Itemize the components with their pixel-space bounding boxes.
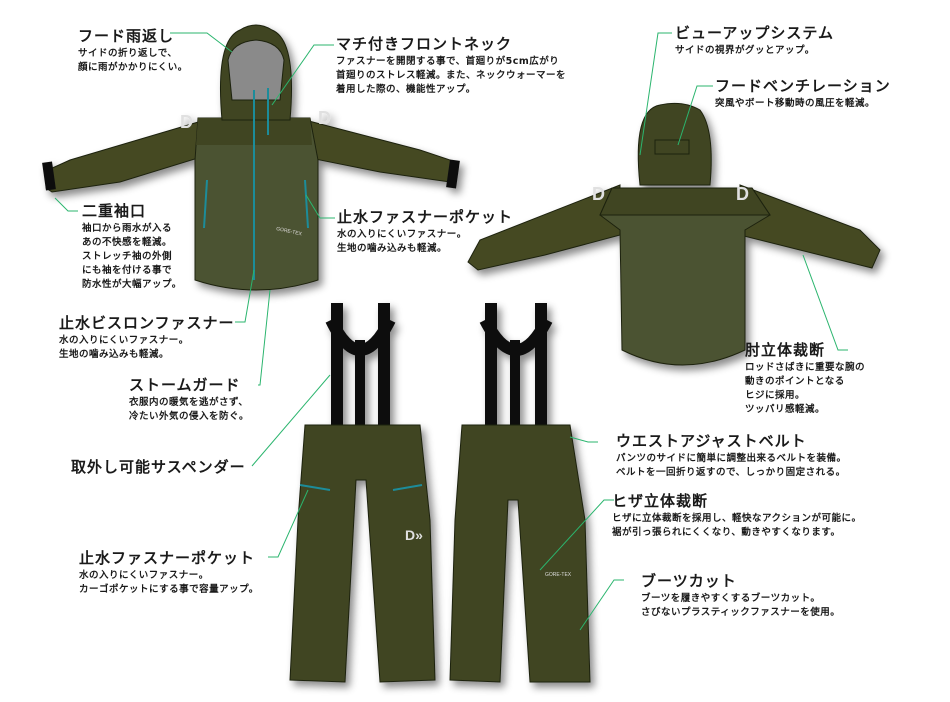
callout-hood-rain-guard: フード雨返し サイドの折り返しで、 顔に雨がかかりにくい。: [78, 27, 188, 75]
callout-storm-guard: ストームガード 衣服内の暖気を逃がさず、 冷たい外気の侵入を防ぐ。: [129, 376, 249, 424]
callout-title: ストームガード: [129, 376, 241, 394]
callout-gusset-front-neck: マチ付きフロントネック ファスナーを開閉する事で、首廻りが5cm広がり 首廻りの…: [336, 35, 566, 97]
callout-title: フードベンチレーション: [715, 77, 891, 95]
callout-removable-suspenders: 取外し可能サスペンダー: [71, 458, 246, 476]
callout-knee-3d-cut: ヒザ立体裁断 ヒザに立体裁断を採用し、軽快なアクションが可能に。 裾が引っ張られ…: [612, 492, 862, 540]
callout-title: 肘立体裁断: [745, 341, 826, 359]
callout-title: ウエストアジャストベルト: [616, 432, 807, 450]
callout-desc: パンツのサイドに簡単に調整出来るベルトを装備。 ベルトを一回折り返すので、しっか…: [616, 453, 847, 478]
callout-waterproof-vislon-zipper: 止水ビスロンファスナー 水の入りにくいファスナー。 生地の噛み込みも軽減。: [59, 314, 235, 362]
callout-desc: ロッドさばきに重要な腕の 動きのポイントとなる ヒジに採用。 ツッパリ感軽減。: [745, 362, 866, 415]
callout-hood-ventilation: フードベンチレーション 突風やボート移動時の風圧を軽減。: [715, 77, 891, 111]
callout-waist-adjust-belt: ウエストアジャストベルト パンツのサイドに簡単に調整出来るベルトを装備。 ベルト…: [616, 432, 846, 480]
pants-back-illustration: GORE-TEX: [449, 303, 591, 683]
daiwa-logo-icon: D: [318, 108, 331, 128]
callout-desc: 水の入りにくいファスナー。 生地の噛み込みも軽減。: [337, 229, 467, 254]
callout-title: ビューアップシステム: [675, 24, 834, 42]
callout-desc: 水の入りにくいファスナー。 カーゴポケットにする事で容量アップ。: [79, 570, 259, 595]
callout-title: 止水ファスナーポケット: [79, 549, 256, 567]
gore-tex-label: GORE-TEX: [545, 572, 572, 578]
callout-double-cuff: 二重袖口 袖口から雨水が入る あの不快感を軽減。 ストレッチ袖の外側 にも袖を付…: [82, 202, 182, 292]
callout-title: ブーツカット: [641, 572, 737, 590]
callout-desc: ファスナーを開閉する事で、首廻りが5cm広がり 首廻りのストレス軽減。また、ネッ…: [336, 56, 567, 95]
callout-elbow-3d-cut: 肘立体裁断 ロッドさばきに重要な腕の 動きのポイントとなる ヒジに採用。 ツッパ…: [745, 341, 865, 417]
callout-boots-cut: ブーツカット ブーツを履きやすくするブーツカット。 さびないプラスティックファス…: [641, 572, 840, 620]
daiwa-logo-icon: D: [592, 184, 605, 204]
callout-title: 取外し可能サスペンダー: [71, 458, 246, 476]
daiwa-logo-icon: D: [736, 184, 749, 204]
daiwa-logo-icon: D»: [405, 527, 423, 543]
callout-view-up-system: ビューアップシステム サイドの視界がグッとアップ。: [675, 24, 834, 58]
callout-title: 二重袖口: [82, 202, 147, 220]
gore-tex-label: GORE-TEX: [276, 226, 303, 237]
callout-title: マチ付きフロントネック: [336, 35, 513, 53]
callout-desc: ヒザに立体裁断を採用し、軽快なアクションが可能に。 裾が引っ張られにくくなり、動…: [612, 513, 862, 538]
callout-desc: 衣服内の暖気を逃がさず、 冷たい外気の侵入を防ぐ。: [129, 397, 250, 422]
jacket-front-illustration: GORE-TEX D D: [42, 24, 460, 291]
leader-lines: [54, 32, 848, 631]
daiwa-logo-icon: D: [180, 112, 193, 132]
callout-desc: サイドの視界がグッとアップ。: [675, 45, 815, 56]
jacket-back-illustration: D D: [467, 102, 881, 366]
callout-waterproof-zip-pocket-jacket: 止水ファスナーポケット 水の入りにくいファスナー。 生地の噛み込みも軽減。: [337, 208, 513, 256]
callout-desc: 水の入りにくいファスナー。 生地の噛み込みも軽減。: [59, 335, 189, 360]
callout-title: 止水ファスナーポケット: [337, 208, 514, 226]
callout-desc: 突風やボート移動時の風圧を軽減。: [715, 98, 876, 109]
callout-title: ヒザ立体裁断: [612, 492, 709, 510]
callout-desc: サイドの折り返しで、 顔に雨がかかりにくい。: [78, 48, 188, 73]
pants-front-illustration: D»: [289, 303, 436, 683]
callout-desc: 袖口から雨水が入る あの不快感を軽減。 ストレッチ袖の外側 にも袖を付ける事で …: [82, 223, 182, 290]
callout-title: 止水ビスロンファスナー: [59, 314, 235, 332]
callout-desc: ブーツを履きやすくするブーツカット。 さびないプラスティックファスナーを使用。: [641, 593, 841, 618]
callout-title: フード雨返し: [78, 27, 175, 45]
callout-waterproof-zip-pocket-pants: 止水ファスナーポケット 水の入りにくいファスナー。 カーゴポケットにする事で容量…: [79, 549, 259, 597]
